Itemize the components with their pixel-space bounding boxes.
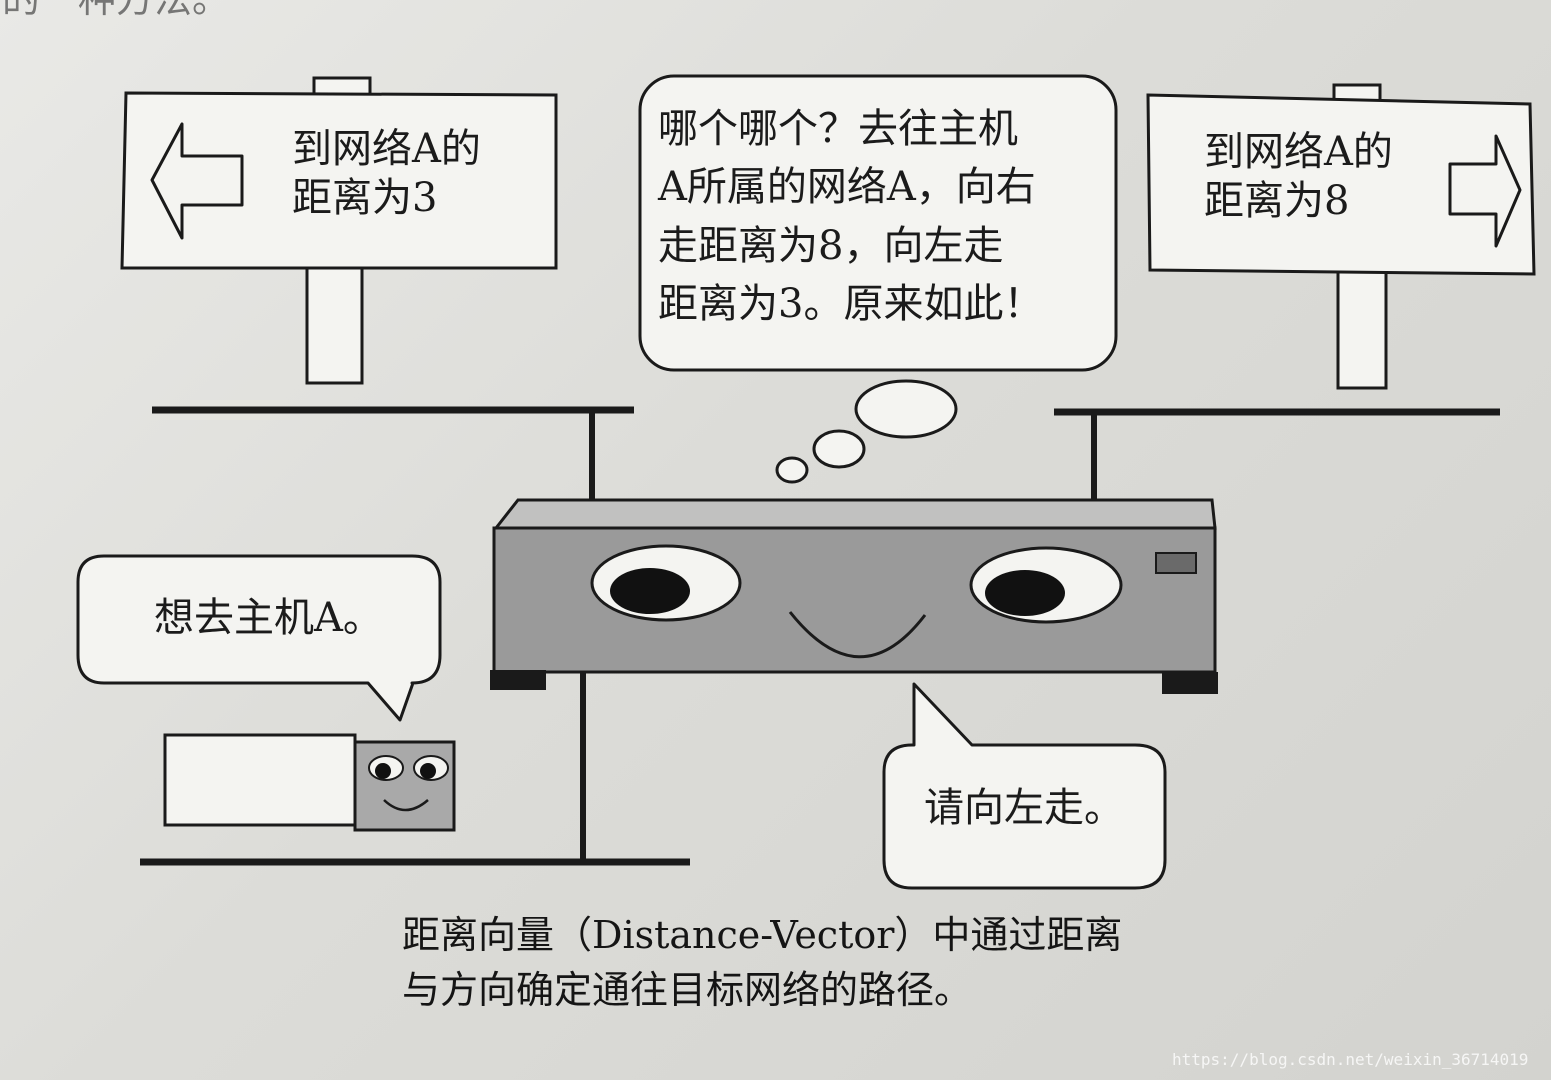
host-smile bbox=[383, 799, 429, 812]
watermark: https://blog.csdn.net/weixin_36714019 bbox=[1172, 1050, 1529, 1069]
router-pupil-left bbox=[610, 568, 690, 614]
router bbox=[490, 498, 1218, 694]
figure-caption: 距离向量（Distance-Vector）中通过距离 与方向确定通往目标网络的路… bbox=[402, 913, 1123, 1013]
host-pupil-right bbox=[420, 763, 436, 779]
arrow-left-icon bbox=[150, 122, 244, 240]
host-speech-text: 想去主机A。 bbox=[154, 595, 383, 641]
right-signpost bbox=[1146, 83, 1536, 390]
router-indicator-light bbox=[1155, 552, 1197, 574]
host-pupil-left bbox=[375, 763, 391, 779]
router-pupil-right bbox=[985, 570, 1065, 616]
router-foot-right bbox=[1162, 672, 1218, 694]
host-face bbox=[353, 740, 456, 832]
router-reply-text: 请向左走。 bbox=[924, 785, 1124, 831]
left-signpost bbox=[120, 76, 558, 385]
left-sign-label: 到网络A的 距离为3 bbox=[292, 126, 481, 221]
host-computer bbox=[163, 733, 456, 832]
router-thought-bubble bbox=[638, 74, 1118, 484]
right-sign-label: 到网络A的 距离为8 bbox=[1204, 129, 1393, 224]
router-smile bbox=[788, 611, 927, 659]
router-top bbox=[492, 498, 1217, 530]
host-speech-bubble bbox=[76, 554, 442, 722]
router-reply-bubble bbox=[882, 682, 1167, 890]
previous-page-text: 的一种方法。 bbox=[2, 0, 230, 22]
router-thought-text: 哪个哪个？去往主机 A所属的网络A，向右 走距离为8，向左走 距离为3。原来如此… bbox=[658, 106, 1044, 328]
arrow-right-icon bbox=[1448, 134, 1522, 248]
host-body bbox=[163, 733, 357, 827]
router-foot-left bbox=[490, 670, 546, 690]
